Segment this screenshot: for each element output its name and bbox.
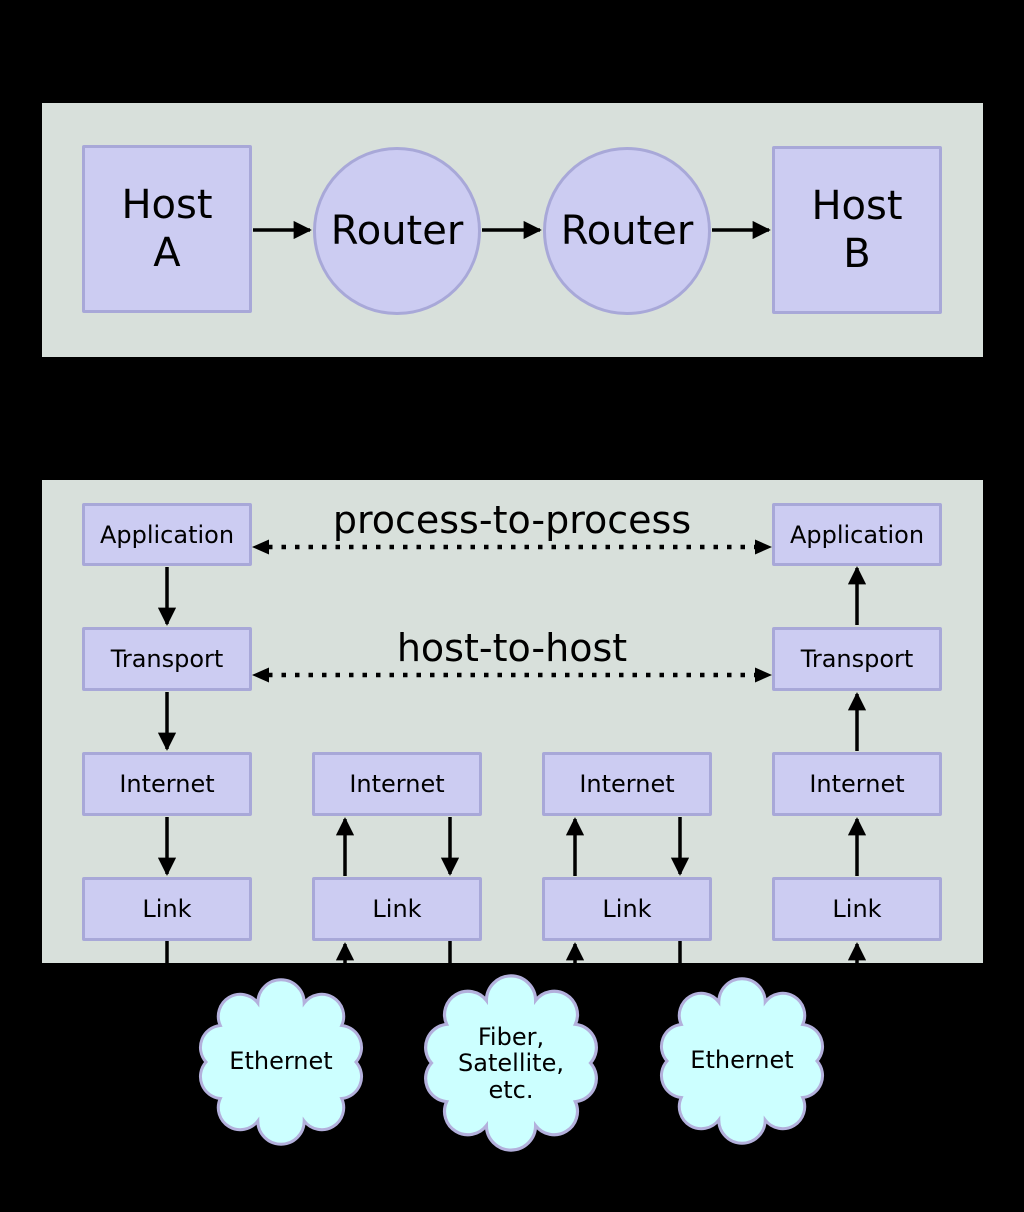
host-b-transport-box: Transport [772,627,942,691]
router-right-node: Router [543,147,711,315]
host-a-node: Host A [82,145,252,313]
host-b-link-box: Link [772,877,942,941]
layer-label: Link [372,895,422,923]
host-b-node: Host B [772,146,942,314]
layer-label: Internet [119,770,215,798]
layer-label: Internet [349,770,445,798]
ethernet-cloud-left-label: Ethernet [229,1047,333,1075]
layer-label: Internet [579,770,675,798]
host-a-label: Host A [121,182,213,276]
host-b-application-box: Application [772,503,942,566]
layer-label: Transport [800,645,914,673]
router-right-label: Router [560,208,694,254]
layer-label: Link [832,895,882,923]
layer-label: Link [602,895,652,923]
host-b-label: Host B [811,183,903,277]
process-to-process-annotation: process-to-process [332,498,692,542]
router-left-label: Router [330,208,464,254]
host-a-internet-box: Internet [82,752,252,816]
host-to-host-annotation: host-to-host [396,626,628,670]
host-a-application-box: Application [82,503,252,566]
layer-label: Application [99,520,235,549]
host-a-link-box: Link [82,877,252,941]
layer-label: Internet [809,770,905,798]
host-a-transport-box: Transport [82,627,252,691]
router-left-internet-box: Internet [312,752,482,816]
fiber-satellite-cloud-label: Fiber, Satellite, etc. [458,1023,564,1104]
router-left-node: Router [313,147,481,315]
router-right-internet-box: Internet [542,752,712,816]
router-right-link-box: Link [542,877,712,941]
host-b-internet-box: Internet [772,752,942,816]
layer-label: Link [142,895,192,923]
layer-label: Transport [110,645,224,673]
layer-label: Application [789,520,925,549]
ethernet-cloud-right-label: Ethernet [690,1046,794,1074]
router-left-link-box: Link [312,877,482,941]
